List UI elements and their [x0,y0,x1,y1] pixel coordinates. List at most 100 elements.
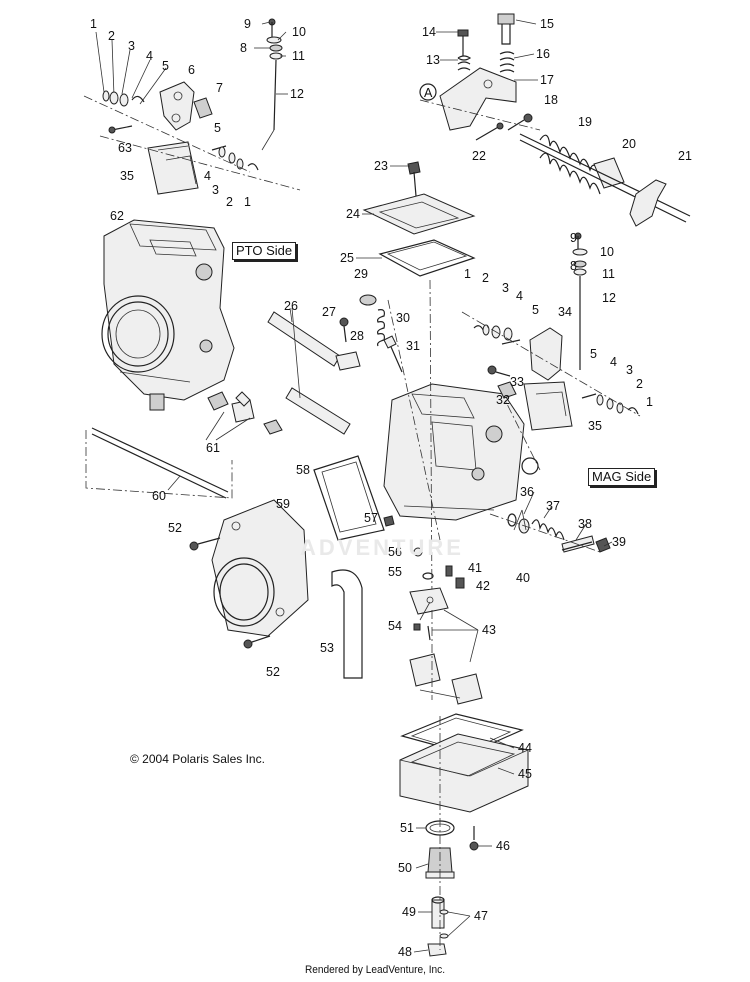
callout: 62 [110,209,124,223]
callout: 15 [540,17,554,31]
callout: 42 [476,579,490,593]
callout: 3 [626,363,633,377]
callout: 38 [578,517,592,531]
callout: 23 [374,159,388,173]
callout: 7 [216,81,223,95]
callout: 4 [146,49,153,63]
leader-lines [167,19,613,953]
callout: 6 [188,63,195,77]
callout: 12 [290,87,304,101]
callout: 60 [152,489,166,503]
pto-carb-housing-and-tube [189,499,363,679]
callout: 29 [354,267,368,281]
callout: 12 [602,291,616,305]
callout: 4 [204,169,211,183]
callout: 52 [266,665,280,679]
callout: 3 [128,39,135,53]
callout: 37 [546,499,560,513]
rendered-by-footer: Rendered by LeadVenture, Inc. [304,964,446,976]
callout: 4 [516,289,523,303]
callout: 36 [520,485,534,499]
callout: 5 [162,59,169,73]
callout: 56 [388,545,402,559]
callout: 1 [90,17,97,31]
callout: 2 [482,271,489,285]
callout: 61 [206,441,220,455]
callout: 1 [464,267,471,281]
callout: 54 [388,619,402,633]
callout: 48 [398,945,412,959]
callout: 1 [244,195,251,209]
callout: 24 [346,207,360,221]
callout: 16 [536,47,550,61]
reference-marker-a-mag [521,457,539,475]
mag-throttle-lever-group [461,232,641,471]
callout: 22 [472,149,486,163]
pto-carburetor-body [101,219,235,411]
callout: 47 [474,909,488,923]
callout: 17 [540,73,554,87]
callout: 49 [402,905,416,919]
callout: 53 [320,641,334,655]
mag-side-label: MAG Side [588,468,656,486]
callout: 58 [296,463,310,477]
callout: 35 [120,169,134,183]
callout: 28 [350,329,364,343]
callout: 39 [612,535,626,549]
idle-adjust-parts [489,513,611,553]
callout: 45 [518,767,532,781]
callout: 20 [622,137,636,151]
callout: 4 [610,355,617,369]
float-chamber-parts [399,565,529,957]
callout: 63 [118,141,132,155]
callout: 5 [590,347,597,361]
callout: 40 [516,571,530,585]
callout: 8 [570,259,577,273]
callout: 1 [646,395,653,409]
callout: 10 [600,245,614,259]
callout: 5 [214,121,221,135]
callout: 10 [292,25,306,39]
callout: 44 [518,741,532,755]
callout: 5 [532,303,539,317]
fittings [207,391,283,435]
callout: 41 [468,561,482,575]
callout: 3 [212,183,219,197]
callout: 50 [398,861,412,875]
watermark-text: ADVENTURE [300,535,464,560]
callout: 34 [558,305,572,319]
callout: 43 [482,623,496,637]
callout: 11 [292,49,305,63]
callout: 57 [364,511,378,525]
callout: 32 [496,393,510,407]
long-bolt [85,427,233,499]
callout: 11 [602,267,615,281]
marker-a-top-text: A [424,86,433,100]
callout: 18 [544,93,558,107]
callout: 26 [284,299,298,313]
pto-throttle-lever-group [83,31,301,195]
throttle-shaft-assembly [419,13,691,227]
callout: 59 [276,497,290,511]
callout: 27 [322,305,336,319]
guide-rods [267,311,351,435]
callout: 13 [426,53,440,67]
mag-carburetor-body [313,161,525,601]
callout: 35 [588,419,602,433]
callout: 19 [578,115,592,129]
callout: 2 [636,377,643,391]
callout: 2 [108,29,115,43]
callout: 9 [244,17,251,31]
callout: 51 [400,821,414,835]
pto-needle-stack [261,18,283,151]
callout: 52 [168,521,182,535]
callout: 46 [496,839,510,853]
callout: 30 [396,311,410,325]
callout: 3 [502,281,509,295]
callout: 33 [510,375,524,389]
callout: 8 [240,41,247,55]
callout: 14 [422,25,436,39]
callout: 55 [388,565,402,579]
copyright-notice: © 2004 Polaris Sales Inc. [130,752,265,766]
